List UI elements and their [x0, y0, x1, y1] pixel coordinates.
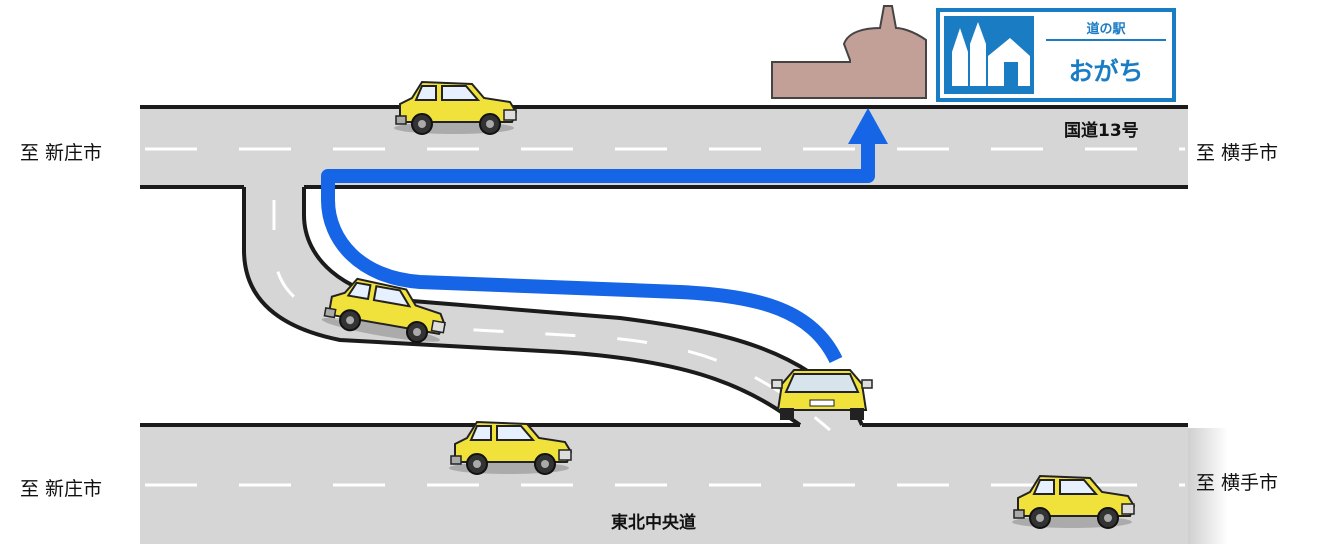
roadside-station-building [771, 5, 927, 99]
tree-icon [952, 28, 968, 86]
sign-title-main: おがち [1068, 57, 1143, 86]
destination-label-top-right: 至 横手市 [1196, 142, 1279, 164]
sign-title-small: 道の駅 [1086, 21, 1126, 37]
destination-label-bottom-left: 至 新庄市 [20, 478, 103, 500]
lower-road-name: 東北中央道 [611, 513, 696, 533]
car-upper-road [393, 81, 517, 135]
michinoeki-sign: 道の駅 おがち [936, 8, 1176, 102]
lower-road [140, 423, 1228, 544]
destination-label-top-left: 至 新庄市 [20, 142, 103, 164]
tree-icon [970, 22, 986, 86]
upper-road-name: 国道13号 [1064, 121, 1139, 141]
destination-label-bottom-right: 至 横手市 [1196, 472, 1279, 494]
route-arrow [321, 108, 888, 364]
